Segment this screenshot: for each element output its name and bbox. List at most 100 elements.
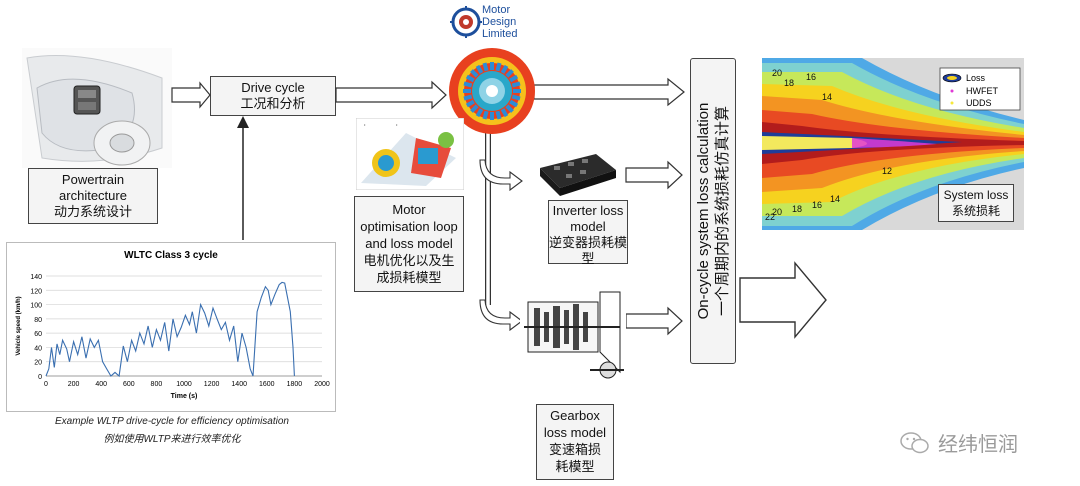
stator-slot [463, 81, 473, 88]
motor-label-en1: Motor [392, 202, 426, 217]
stator-slot [470, 104, 479, 113]
motor-box: Motor optimisation loop and loss model 电… [354, 196, 464, 292]
arrow-motor-to-oncycle [533, 77, 685, 107]
x-tick-label: 1800 [287, 381, 303, 388]
contour-labels: 20 18 16 14 22 20 18 16 14 12 [765, 68, 892, 222]
gearbox-drawing [520, 282, 626, 392]
x-tick-label: 800 [151, 381, 163, 388]
system-loss-box: System loss 系统损耗 [938, 184, 1014, 222]
y-tick-label: 120 [30, 288, 42, 295]
contour-label-1: 20 [772, 68, 782, 78]
stator-slot [513, 89, 521, 93]
car-powertrain-image [22, 48, 172, 168]
arrow-branch-to-inverter [479, 159, 523, 192]
contour-label-4: 14 [822, 92, 832, 102]
system-loss-label-en: System loss [943, 188, 1009, 202]
arrow-drivecycle-to-motor [335, 80, 447, 110]
y-axis-label: Vehicle speed (km/h) [16, 296, 22, 355]
inverter-label-zh2: 型 [581, 251, 595, 266]
logo-text: Motor Design Limited [482, 4, 517, 40]
system-loss-label-zh: 系统损耗 [951, 204, 1000, 218]
inverter-module-image [540, 154, 616, 196]
series-line-wltc [45, 281, 295, 378]
system-loss-contour-map: 20 18 16 14 22 20 18 16 14 12 Loss HWFET… [762, 58, 1024, 230]
wechat-icon [900, 431, 929, 453]
y-tick-label: 20 [34, 360, 42, 367]
y-tick-label: 0 [38, 374, 42, 381]
chart-title: WLTC Class 3 cycle [124, 250, 218, 261]
drive-cycle-label-en: Drive cycle [241, 80, 305, 95]
logo-line3: Limited [482, 28, 518, 40]
x-tick-label: 1400 [231, 381, 247, 388]
y-tick-label: 100 [30, 303, 42, 310]
gearbox-box: Gearbox loss model 变速箱损 耗模型 [536, 404, 614, 480]
contour-label-10: 12 [882, 166, 892, 176]
motor-design-logo [450, 6, 482, 38]
watermark: 经纬恒润 [900, 428, 1018, 457]
stator-slot [500, 108, 509, 118]
stator-slot [509, 74, 519, 83]
stator-slot [490, 112, 494, 120]
wltc-caption-en: Example WLTP drive-cycle for efficiency … [55, 416, 289, 427]
x-tick-label: 600 [123, 381, 135, 388]
stator-slot [505, 69, 514, 78]
motor-label-en2: optimisation loop [360, 219, 458, 234]
inverter-label-en1: Inverter loss [552, 203, 624, 218]
stator-slot [500, 64, 509, 74]
y-tick-label: 140 [30, 274, 42, 281]
on-cycle-box: On-cycle system loss calculation 一个周期内的系… [690, 58, 736, 364]
gearbox-label-en2: loss model [543, 425, 607, 440]
drive-cycle-box: Drive cycle 工况和分析 [210, 76, 336, 116]
y-tick-label: 80 [34, 317, 42, 324]
x-tick-label: 2000 [314, 381, 330, 388]
x-axis-label: Time (s) [171, 393, 198, 400]
motor-cross-section [449, 48, 535, 134]
drive-cycle-label-zh: 工况和分析 [240, 96, 306, 111]
contour-label-5: 22 [765, 212, 775, 222]
stator-slot [490, 62, 494, 70]
inverter-label-en2: model [570, 219, 606, 234]
arrow-inverter-to-oncycle [625, 160, 683, 190]
contour-label-2: 18 [784, 78, 794, 88]
motor-label-zh2: 成损耗模型 [376, 270, 442, 285]
contour-label-7: 18 [792, 204, 802, 214]
on-cycle-label-zh: 一个周期内的系统损耗仿真计算 [714, 106, 731, 317]
powertrain-box: Powertrain architecture 动力系统设计 [28, 168, 158, 224]
y-tick-label: 60 [34, 331, 42, 338]
on-cycle-text: On-cycle system loss calculation 一个周期内的系… [694, 61, 732, 361]
arrow-gearbox-to-oncycle [625, 306, 683, 336]
x-tick-label: 1200 [204, 381, 220, 388]
arrow-powertrain-to-drivecycle [171, 81, 211, 109]
x-tick-label: 1000 [176, 381, 192, 388]
stator-slot [509, 99, 519, 108]
motor-label-en3: and loss model [365, 236, 453, 251]
stator-slot [465, 74, 475, 83]
contour-label-6: 20 [772, 207, 782, 217]
inverter-box: Inverter loss model 逆变器损耗模 型 [548, 200, 628, 266]
legend-loss: Loss [966, 73, 986, 83]
stator-slot [463, 89, 471, 93]
gearbox-label-zh1: 变速箱损 [548, 442, 601, 457]
stator-slot [463, 94, 473, 101]
stator-slot [505, 104, 514, 113]
svg-text:•: • [396, 122, 398, 127]
wltc-chart-frame [6, 242, 336, 412]
wltc-caption-zh: 例如使用WLTP来进行效率优化 [103, 434, 241, 445]
svg-text:•: • [364, 122, 366, 127]
contour-label-8: 16 [812, 200, 822, 210]
stator-slot [475, 64, 484, 74]
powertrain-label-zh: 动力系统设计 [53, 204, 132, 219]
legend-hwfet: HWFET [966, 86, 998, 96]
logo-line1: Motor [482, 4, 511, 16]
contour-label-3: 16 [806, 72, 816, 82]
stator-slot [475, 108, 484, 118]
motor-optimisation-image: •• [356, 118, 464, 190]
powertrain-label-en1: Powertrain [61, 172, 125, 187]
x-tick-label: 200 [68, 381, 80, 388]
contour-label-9: 14 [830, 194, 840, 204]
on-cycle-label-en: On-cycle system loss calculation [695, 102, 712, 320]
wltc-chart: WLTC Class 3 cycle 0 20 40 60 80 100 120 1400 200… [16, 250, 330, 400]
y-tick-label: 40 [34, 345, 42, 352]
arrow-oncycle-to-results [739, 261, 827, 339]
